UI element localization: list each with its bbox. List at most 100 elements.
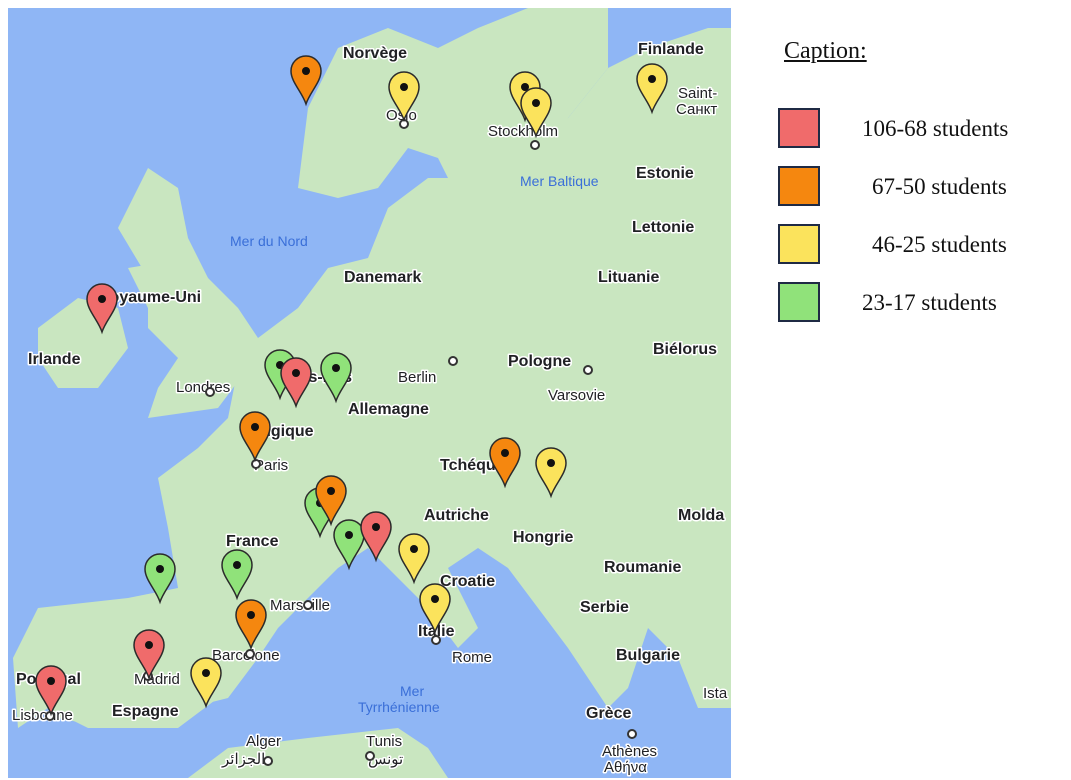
legend-label: 67-50 students — [872, 174, 1007, 199]
marker-dot — [247, 611, 255, 619]
marker-pin-icon — [144, 553, 176, 605]
marker-dot — [521, 83, 529, 91]
legend-swatch-green — [778, 282, 820, 322]
city-dot — [205, 387, 215, 397]
city-dot — [627, 729, 637, 739]
map-label-norvege: Norvège — [343, 45, 407, 62]
map-label-alger: Alger — [246, 733, 281, 750]
marker-dot — [47, 677, 55, 685]
marker-dot — [400, 83, 408, 91]
marker-dot — [327, 487, 335, 495]
marker-madrid[interactable] — [133, 629, 165, 681]
map-label-athenes: Athènes — [602, 743, 657, 760]
map-label-bielorussie: Biélorus — [653, 341, 717, 358]
map-label-espagne: Espagne — [112, 703, 179, 720]
map-label-lisbonne: Lisbonne — [12, 707, 73, 724]
marker-pin-icon — [290, 55, 322, 107]
map-label-mer-tyrr-1: Mer — [400, 683, 424, 699]
map-label-royaume-uni: Royaume-Uni — [98, 289, 201, 306]
marker-dot — [145, 641, 153, 649]
map-label-marseille: Marseille — [270, 597, 330, 614]
marker-turin[interactable] — [333, 519, 365, 571]
map-label-saint-p: Saint- — [678, 85, 717, 102]
marker-dublin[interactable] — [86, 283, 118, 335]
marker-dot — [501, 449, 509, 457]
map-label-saint-p-ru: Санкт — [676, 101, 717, 118]
marker-helsinki[interactable] — [636, 63, 668, 115]
marker-dot — [410, 545, 418, 553]
map-label-autriche: Autriche — [424, 507, 489, 524]
map-label-estonie: Estonie — [636, 165, 694, 182]
marker-pin-icon — [280, 357, 312, 409]
marker-oslo[interactable] — [388, 71, 420, 123]
marker-bratislava[interactable] — [535, 447, 567, 499]
legend-item-tier-2: 67-50 students — [778, 166, 1068, 210]
marker-barcelona[interactable] — [235, 599, 267, 651]
marker-dot — [98, 295, 106, 303]
marker-dot — [345, 531, 353, 539]
marker-pin-icon — [398, 533, 430, 585]
map-label-grece: Grèce — [586, 705, 631, 722]
map-label-berlin: Berlin — [398, 369, 436, 386]
map-label-londres: Londres — [176, 379, 230, 396]
marker-pin-icon — [489, 437, 521, 489]
legend-swatch-yellow — [778, 224, 820, 264]
map-label-alger-ar: الجزائر — [221, 751, 265, 768]
marker-lisbon[interactable] — [35, 665, 67, 717]
map-label-moldavie: Molda — [678, 507, 724, 524]
marker-bordeaux[interactable] — [144, 553, 176, 605]
marker-dot — [156, 565, 164, 573]
legend-item-tier-3: 46-25 students — [778, 224, 1068, 268]
land-scandinavia — [298, 8, 608, 218]
marker-pin-icon — [320, 352, 352, 404]
europe-map[interactable]: FinlandeNorvègeOsloStockholmSaint-СанктE… — [8, 8, 731, 778]
map-label-italie: Italie — [418, 623, 455, 640]
legend-swatch-orange — [778, 166, 820, 206]
legend-label: 106-68 students — [862, 116, 1009, 141]
city-dot — [431, 635, 441, 645]
legend: Caption: 106-68 students 67-50 students … — [760, 30, 1060, 330]
marker-toulouse[interactable] — [221, 549, 253, 601]
marker-pin-icon — [360, 511, 392, 563]
marker-pin-icon — [520, 87, 552, 139]
land-continent — [13, 28, 731, 728]
legend-item-tier-1: 106-68 students — [778, 108, 1068, 152]
marker-dot — [251, 423, 259, 431]
marker-pin-icon — [535, 447, 567, 499]
legend-swatch-red — [778, 108, 820, 148]
marker-dot — [547, 459, 555, 467]
marker-pin-icon — [239, 411, 271, 463]
legend-title: Caption: — [784, 38, 867, 64]
city-dot — [530, 140, 540, 150]
marker-milan[interactable] — [360, 511, 392, 563]
marker-switzerland-orange[interactable] — [315, 475, 347, 527]
map-label-allemagne: Allemagne — [348, 401, 429, 418]
marker-pin-icon — [221, 549, 253, 601]
marker-stockholm-b[interactable] — [520, 87, 552, 139]
land-great-britain — [118, 168, 248, 418]
marker-valencia[interactable] — [190, 657, 222, 709]
marker-dot — [292, 369, 300, 377]
marker-rome[interactable] — [419, 583, 451, 635]
marker-pin-icon — [35, 665, 67, 717]
marker-dot — [202, 669, 210, 677]
marker-prague[interactable] — [489, 437, 521, 489]
map-label-danemark: Danemark — [344, 269, 421, 286]
map-label-athenes-gr: Αθήνα — [604, 759, 647, 776]
marker-dot — [233, 561, 241, 569]
marker-dot — [648, 75, 656, 83]
map-markers — [35, 55, 668, 717]
marker-paris[interactable] — [239, 411, 271, 463]
map-label-bulgarie: Bulgarie — [616, 647, 680, 664]
marker-belgium[interactable] — [280, 357, 312, 409]
legend-label: 23-17 students — [862, 290, 997, 315]
marker-dot — [332, 364, 340, 372]
map-label-madrid: Madrid — [134, 671, 180, 688]
map-label-mer-baltique: Mer Baltique — [520, 173, 599, 189]
map-label-paris: Paris — [254, 457, 288, 474]
marker-germany-west[interactable] — [320, 352, 352, 404]
marker-bologna[interactable] — [398, 533, 430, 585]
marker-bergen[interactable] — [290, 55, 322, 107]
map-label-tunis-ar: تونس — [368, 751, 403, 768]
marker-dot — [431, 595, 439, 603]
